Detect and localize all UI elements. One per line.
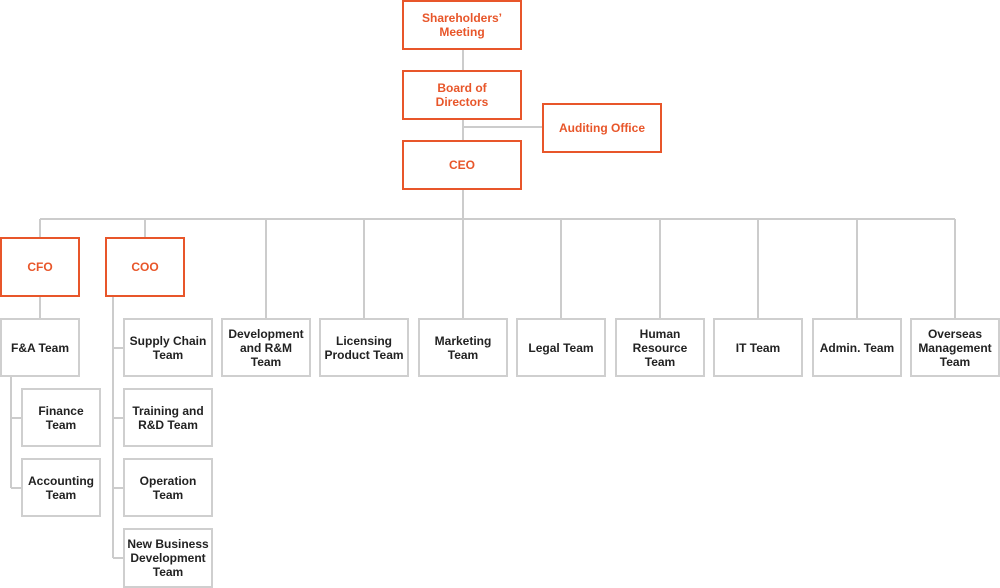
accounting-team-box: Accounting Team: [21, 458, 101, 517]
operation-team-box: Operation Team: [123, 458, 213, 517]
cfo-box: CFO: [0, 237, 80, 297]
shareholders-meeting-box: Shareholders’ Meeting: [402, 0, 522, 50]
licensing-product-team-box: Licensing Product Team: [319, 318, 409, 377]
fa-team-box: F&A Team: [0, 318, 80, 377]
training-rd-team-box: Training and R&D Team: [123, 388, 213, 447]
new-business-development-team-box: New Business Development Team: [123, 528, 213, 588]
auditing-office-box: Auditing Office: [542, 103, 662, 153]
marketing-team-box: Marketing Team: [418, 318, 508, 377]
board-of-directors-box: Board of Directors: [402, 70, 522, 120]
admin-team-box: Admin. Team: [812, 318, 902, 377]
supply-chain-team-box: Supply Chain Team: [123, 318, 213, 377]
ceo-box: CEO: [402, 140, 522, 190]
finance-team-box: Finance Team: [21, 388, 101, 447]
coo-box: COO: [105, 237, 185, 297]
human-resource-team-box: Human Resource Team: [615, 318, 705, 377]
overseas-management-team-box: Overseas Management Team: [910, 318, 1000, 377]
it-team-box: IT Team: [713, 318, 803, 377]
development-rm-team-box: Development and R&M Team: [221, 318, 311, 377]
legal-team-box: Legal Team: [516, 318, 606, 377]
